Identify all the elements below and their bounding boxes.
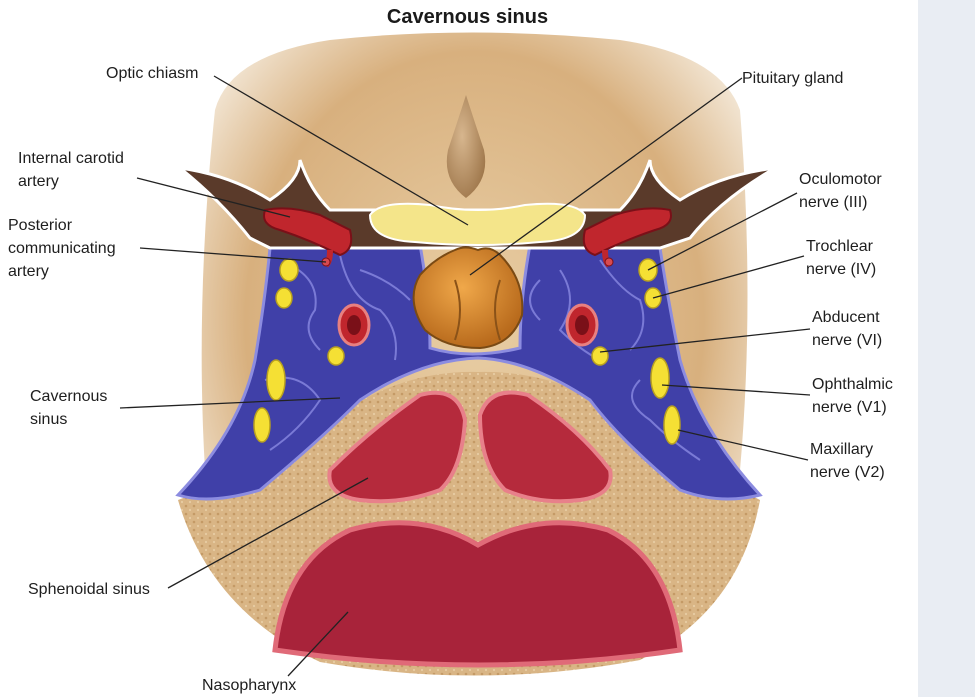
internal-carotid-left bbox=[263, 207, 353, 268]
label-trochlear-nerve: Trochlear nerve (IV) bbox=[806, 238, 877, 278]
leader-lines bbox=[119, 75, 811, 677]
label-optic-chiasm: Optic chiasm bbox=[106, 65, 199, 82]
label-sphenoidal-sinus: Sphenoidal sinus bbox=[28, 581, 150, 598]
label-oculomotor-nerve: Oculomotor nerve (III) bbox=[799, 171, 882, 211]
label-nasopharynx: Nasopharynx bbox=[202, 677, 297, 694]
label-maxillary-nerve: Maxillary nerve (V2) bbox=[810, 441, 885, 481]
pituitary-stalk bbox=[446, 95, 486, 198]
cavernous-sinus-shape bbox=[175, 243, 763, 501]
label-posterior-communicating-artery: Posterior communicating artery bbox=[8, 217, 116, 280]
sphenoidal-sinus-left bbox=[327, 390, 468, 504]
label-pituitary-gland: Pituitary gland bbox=[742, 70, 844, 87]
label-cavernous-sinus: Cavernous sinus bbox=[30, 388, 108, 428]
nerves-left bbox=[253, 258, 345, 443]
nasopharynx-shape bbox=[272, 520, 683, 668]
label-ophthalmic-nerve: Ophthalmic nerve (V1) bbox=[812, 376, 893, 416]
optic-chiasm-shape bbox=[368, 202, 587, 246]
pituitary-lobe-lines bbox=[454, 279, 501, 341]
nerves-right bbox=[591, 258, 681, 445]
sphenoidal-sinus-right bbox=[477, 390, 613, 504]
internal-carotid-right bbox=[582, 207, 672, 268]
label-internal-carotid-artery: Internal carotid artery bbox=[18, 150, 124, 190]
label-abducent-nerve: Abducent nerve (VI) bbox=[812, 309, 883, 349]
side-panel bbox=[918, 0, 975, 697]
diagram-title: Cavernous sinus bbox=[386, 6, 549, 28]
